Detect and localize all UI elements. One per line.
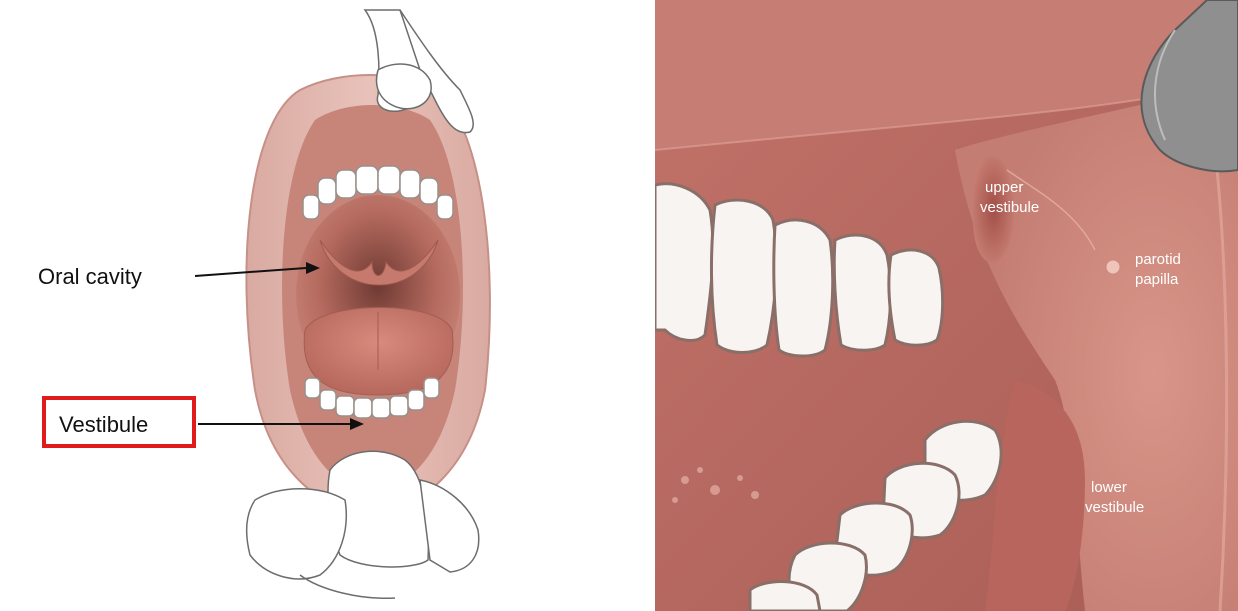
parotid-papilla-label-line1: parotid [1135,251,1181,268]
open-mouth-illustration: Oral cavity Vestibule [0,0,640,611]
oral-cavity-label: Oral cavity [38,264,142,289]
vestibule-label: Vestibule [59,412,148,437]
parotid-papilla [1106,260,1120,274]
upper-vestibule-label-line2: vestibule [980,199,1039,216]
parotid-papilla-label-line2: papilla [1135,271,1179,288]
vestibule-illustration: upper vestibule parotid papilla lower ve… [655,0,1238,611]
lower-vestibule-label-line2: vestibule [1085,499,1144,516]
lower-vestibule-label-line1: lower [1091,479,1127,496]
upper-vestibule-label-line1: upper [985,179,1023,196]
